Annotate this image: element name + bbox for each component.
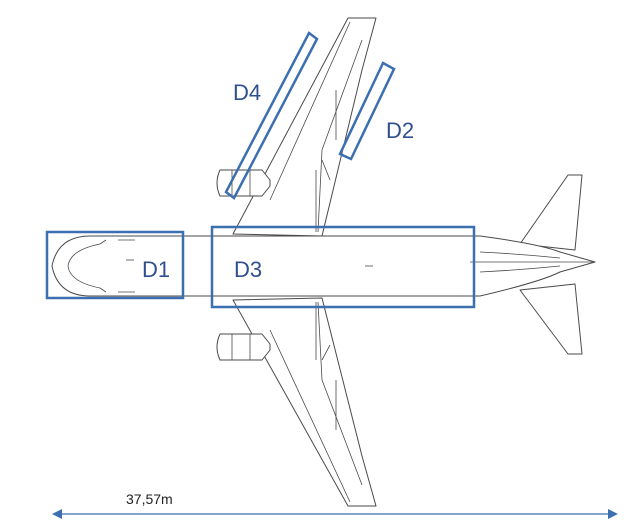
wing-details (269, 21, 363, 503)
zone-d1-box (45, 230, 185, 300)
zone-d3-label: D3 (234, 257, 262, 282)
upper-stabilizer (519, 174, 583, 251)
zone-d2-label: D2 (386, 118, 414, 143)
arrow-left-icon (52, 509, 62, 519)
zone-d2-box (338, 61, 396, 161)
zone-d3-box (210, 225, 476, 309)
lower-stabilizer (519, 283, 583, 355)
upper-engine (216, 169, 271, 197)
cockpit (67, 239, 135, 293)
zone-d4-box (224, 31, 319, 200)
upper-wing (232, 17, 377, 237)
arrow-right-icon (608, 509, 618, 519)
zone-d1-label: D1 (142, 257, 170, 282)
fuselage (51, 235, 596, 297)
wingspan-label: 37,57m (126, 491, 173, 507)
lower-engine (216, 333, 271, 361)
wingspan-dimension (52, 509, 618, 519)
zone-d4-label: D4 (233, 80, 261, 105)
lower-wing (232, 297, 377, 507)
